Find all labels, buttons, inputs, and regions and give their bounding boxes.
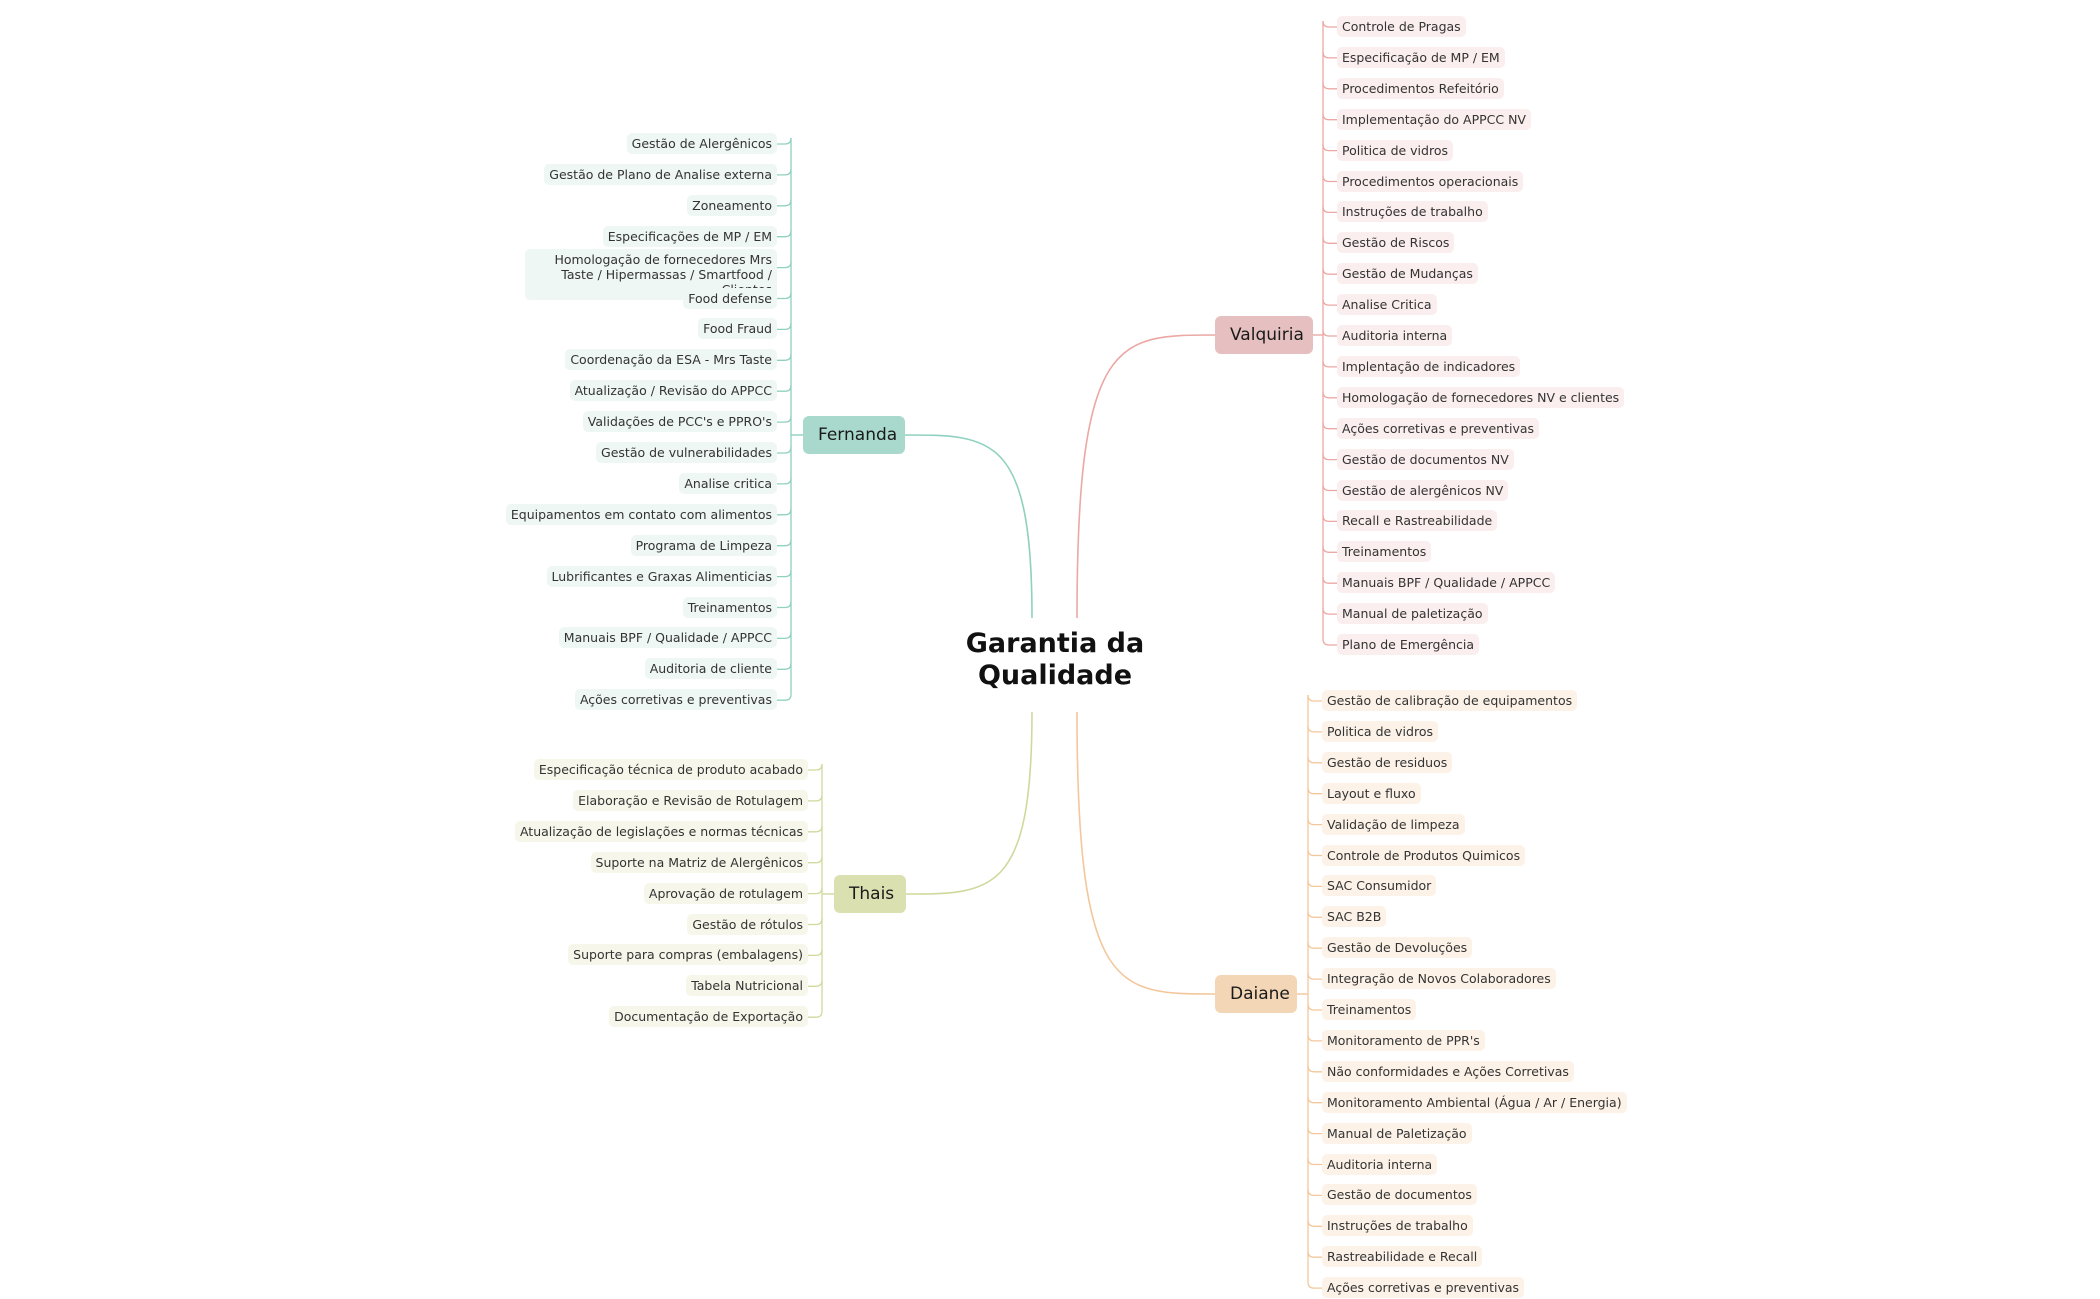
fernanda-item[interactable]: Programa de Limpeza [630, 534, 777, 556]
valquiria-item[interactable]: Treinamentos [1337, 541, 1432, 563]
daiane-item[interactable]: Ações corretivas e preventivas [1322, 1277, 1525, 1299]
daiane-item[interactable]: SAC Consumidor [1322, 875, 1437, 897]
branch-valquiria[interactable]: Valquiria [1215, 316, 1313, 354]
valquiria-item[interactable]: Analise Critica [1337, 294, 1437, 316]
daiane-item[interactable]: Manual de Paletização [1322, 1122, 1472, 1144]
branch-fernanda[interactable]: Fernanda [803, 416, 905, 454]
fernanda-item[interactable]: Ações corretivas e preventivas [574, 689, 777, 711]
valquiria-item[interactable]: Auditoria interna [1337, 325, 1453, 346]
valquiria-item[interactable]: Instruções de trabalho [1337, 201, 1488, 223]
valquiria-item[interactable]: Politica de vidros [1337, 139, 1453, 161]
thais-item[interactable]: Atualização de legislações e normas técn… [514, 820, 808, 842]
thais-item[interactable]: Documentação de Exportação [609, 1006, 808, 1028]
daiane-item[interactable]: Politica de vidros [1322, 720, 1438, 742]
valquiria-item[interactable]: Implementação do APPCC NV [1337, 108, 1531, 130]
valquiria-item[interactable]: Procedimentos operacionais [1337, 170, 1524, 192]
fernanda-item[interactable]: Analise critica [679, 472, 777, 494]
fernanda-item[interactable]: Especificações de MP / EM [602, 225, 777, 247]
valquiria-item[interactable]: Plano de Emergência [1337, 634, 1480, 655]
daiane-item[interactable]: Gestão de calibração de equipamentos [1322, 690, 1578, 711]
fernanda-item[interactable]: Food Fraud [698, 318, 777, 340]
daiane-item[interactable]: Controle de Produtos Quimicos [1322, 844, 1526, 866]
fernanda-item[interactable]: Gestão de Alergênicos [626, 133, 777, 154]
fernanda-item[interactable]: Manuais BPF / Qualidade / APPCC [558, 627, 777, 649]
daiane-item[interactable]: Monitoramento de PPR's [1322, 1029, 1485, 1051]
valquiria-item[interactable]: Gestão de Riscos [1337, 232, 1455, 254]
valquiria-item[interactable]: Implentação de indicadores [1337, 355, 1521, 377]
daiane-item[interactable]: Integração de Novos Colaboradores [1322, 968, 1556, 990]
thais-item[interactable]: Aprovação de rotulagem [643, 882, 808, 904]
thais-item[interactable]: Elaboração e Revisão de Rotulagem [573, 789, 808, 811]
fernanda-item[interactable]: Gestão de Plano de Analise externa [544, 163, 777, 185]
central-topic-line2: Qualidade [977, 660, 1133, 691]
daiane-item[interactable]: Monitoramento Ambiental (Água / Ar / Ene… [1322, 1091, 1627, 1113]
daiane-item[interactable]: Layout e fluxo [1322, 782, 1421, 804]
thais-item[interactable]: Especificação técnica de produto acabado [533, 759, 808, 780]
daiane-item[interactable]: Gestão de documentos [1322, 1184, 1477, 1206]
daiane-item[interactable]: Auditoria interna [1322, 1153, 1438, 1175]
valquiria-item[interactable]: Controle de Pragas [1337, 16, 1466, 37]
thais-item[interactable]: Gestão de rótulos [687, 913, 808, 935]
daiane-item[interactable]: Treinamentos [1322, 999, 1417, 1020]
fernanda-item[interactable]: Treinamentos [682, 596, 777, 618]
fernanda-item[interactable]: Equipamentos em contato com alimentos [505, 503, 777, 525]
valquiria-item[interactable]: Ações corretivas e preventivas [1337, 417, 1540, 439]
fernanda-item[interactable]: Validações de PCC's e PPRO's [582, 411, 777, 433]
valquiria-item[interactable]: Especificação de MP / EM [1337, 46, 1505, 68]
daiane-item[interactable]: Rastreabilidade e Recall [1322, 1246, 1483, 1268]
daiane-item[interactable]: Gestão de Devoluções [1322, 937, 1473, 959]
fernanda-item[interactable]: Atualização / Revisão do APPCC [569, 380, 777, 402]
daiane-item[interactable]: Validação de limpeza [1322, 813, 1465, 835]
branch-daiane[interactable]: Daiane [1215, 975, 1297, 1013]
fernanda-item[interactable]: Lubrificantes e Graxas Alimenticias [546, 565, 777, 587]
valquiria-item[interactable]: Homologação de fornecedores NV e cliente… [1337, 386, 1625, 408]
fernanda-item[interactable]: Gestão de vulnerabilidades [596, 442, 777, 463]
valquiria-item[interactable]: Manuais BPF / Qualidade / APPCC [1337, 572, 1556, 594]
daiane-item[interactable]: Não conformidades e Ações Corretivas [1322, 1060, 1574, 1082]
daiane-item[interactable]: SAC B2B [1322, 906, 1387, 928]
valquiria-item[interactable]: Gestão de alergênicos NV [1337, 479, 1509, 501]
central-topic-line1: Garantia da [965, 628, 1145, 659]
fernanda-item[interactable]: Food defense [683, 287, 777, 309]
valquiria-item[interactable]: Gestão de documentos NV [1337, 448, 1514, 470]
thais-item[interactable]: Suporte na Matriz de Alergênicos [590, 851, 808, 873]
daiane-item[interactable]: Instruções de trabalho [1322, 1215, 1473, 1237]
fernanda-item[interactable]: Coordenação da ESA - Mrs Taste [565, 349, 777, 371]
branch-thais[interactable]: Thais [834, 875, 906, 913]
central-topic[interactable]: Garantia da Qualidade [955, 628, 1155, 692]
valquiria-item[interactable]: Manual de paletização [1337, 603, 1488, 625]
fernanda-item[interactable]: Auditoria de cliente [644, 658, 777, 680]
valquiria-item[interactable]: Recall e Rastreabilidade [1337, 510, 1498, 532]
valquiria-item[interactable]: Procedimentos Refeitório [1337, 77, 1504, 99]
daiane-item[interactable]: Gestão de residuos [1322, 751, 1453, 773]
valquiria-item[interactable]: Gestão de Mudanças [1337, 263, 1478, 285]
thais-item[interactable]: Tabela Nutricional [686, 975, 808, 997]
thais-item[interactable]: Suporte para compras (embalagens) [568, 944, 808, 966]
fernanda-item[interactable]: Zoneamento [687, 194, 777, 216]
